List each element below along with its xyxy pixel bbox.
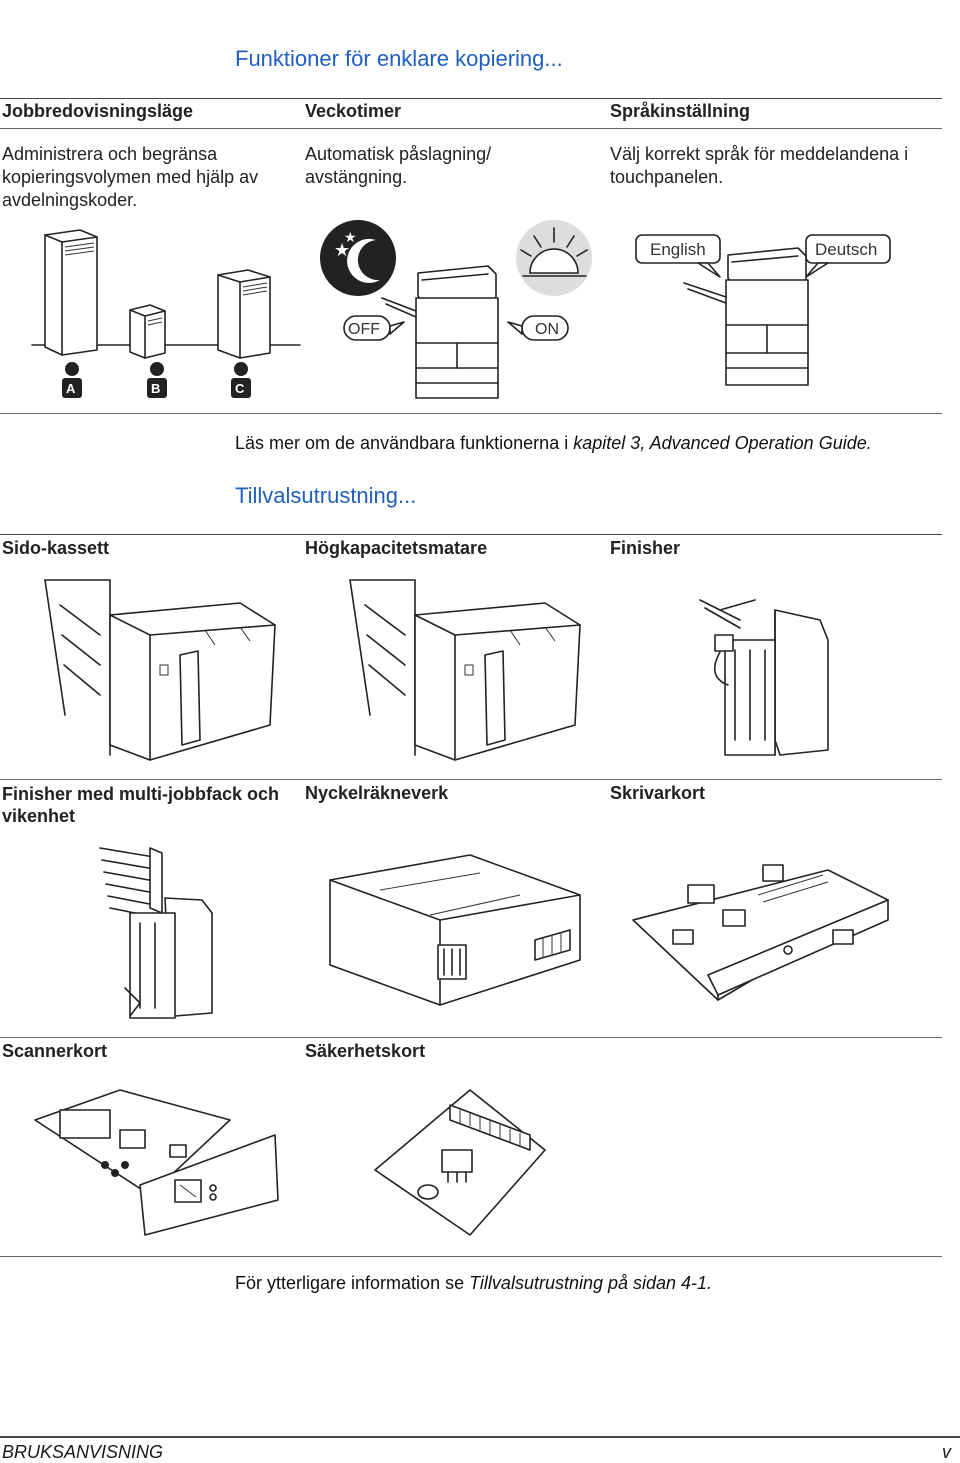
features-note: Läs mer om de användbara funktionerna i … — [235, 433, 872, 454]
svg-text:★: ★ — [334, 240, 350, 261]
section-title-options: Tillvalsutrustning... — [235, 483, 417, 508]
printer-board-image — [632, 864, 889, 1001]
divider — [0, 413, 942, 414]
weekly-timer-illustration: ★ ★ — [320, 220, 592, 399]
footer-document-title: BRUKSANVISNING — [2, 1442, 164, 1462]
language-illustration — [635, 234, 891, 386]
svg-text:★: ★ — [344, 230, 357, 246]
divider — [0, 1256, 942, 1257]
user-a-icon — [62, 362, 82, 398]
options-note-text: För ytterligare information se — [235, 1273, 470, 1293]
side-feeder-image — [44, 579, 276, 761]
column-text-language: Välj korrekt språk för meddelandena i to… — [610, 144, 909, 187]
on-label: ON — [535, 321, 559, 338]
large-capacity-feeder-image — [349, 579, 581, 761]
multi-bin-finisher-image — [99, 847, 213, 1019]
option-label-key-counter: Nyckelräkneverk — [305, 783, 449, 803]
section-title-features: Funktioner för enklare kopiering... — [235, 46, 563, 71]
option-label-security-board: Säkerhetskort — [305, 1041, 426, 1061]
option-label-large-capacity-feeder: Högkapacitetsmatare — [305, 538, 488, 558]
divider — [0, 534, 942, 535]
department-c-label: C — [235, 381, 245, 396]
footer-divider — [0, 1436, 960, 1438]
features-note-reference: kapitel 3, Advanced Operation Guide. — [573, 433, 872, 453]
column-text-job-accounting: Administrera och begränsa kopieringsvoly… — [2, 144, 259, 210]
divider — [0, 1037, 942, 1038]
english-label: English — [650, 240, 706, 259]
security-board-image — [374, 1089, 546, 1236]
option-label-scanner-board: Scannerkort — [2, 1041, 108, 1061]
finisher-image — [699, 599, 829, 756]
divider — [0, 98, 942, 99]
footer-page-number: v — [942, 1442, 951, 1462]
department-a-label: A — [66, 381, 76, 396]
option-label-printer-board: Skrivarkort — [610, 783, 706, 803]
department-counters-illustration — [31, 229, 301, 398]
options-note-reference: Tillvalsutrustning på sidan 4-1. — [469, 1273, 713, 1293]
features-note-text: Läs mer om de användbara funktionerna i — [235, 433, 574, 453]
column-text-weekly-timer: Automatisk påslagning/ avstängning. — [305, 144, 492, 187]
options-note: För ytterligare information se Tillvalsu… — [235, 1273, 712, 1294]
deutsch-label: Deutsch — [815, 240, 878, 259]
department-b-label: B — [151, 381, 161, 396]
column-heading-language: Språkinställning — [610, 101, 751, 121]
option-label-side-feeder: Sido-kassett — [2, 538, 110, 558]
key-counter-image — [329, 854, 581, 1006]
divider — [0, 128, 942, 129]
option-label-finisher: Finisher — [610, 538, 681, 558]
user-c-icon — [231, 362, 251, 398]
divider — [0, 779, 942, 780]
column-heading-weekly-timer: Veckotimer — [305, 101, 402, 121]
user-b-icon — [147, 362, 167, 398]
option-label-multi-bin-finisher: Finisher med multi-jobbfack och vikenhet — [2, 784, 280, 826]
off-label: OFF — [348, 321, 380, 338]
scanner-board-image — [34, 1089, 279, 1236]
column-heading-job-accounting: Jobbredovisningsläge — [2, 101, 194, 121]
